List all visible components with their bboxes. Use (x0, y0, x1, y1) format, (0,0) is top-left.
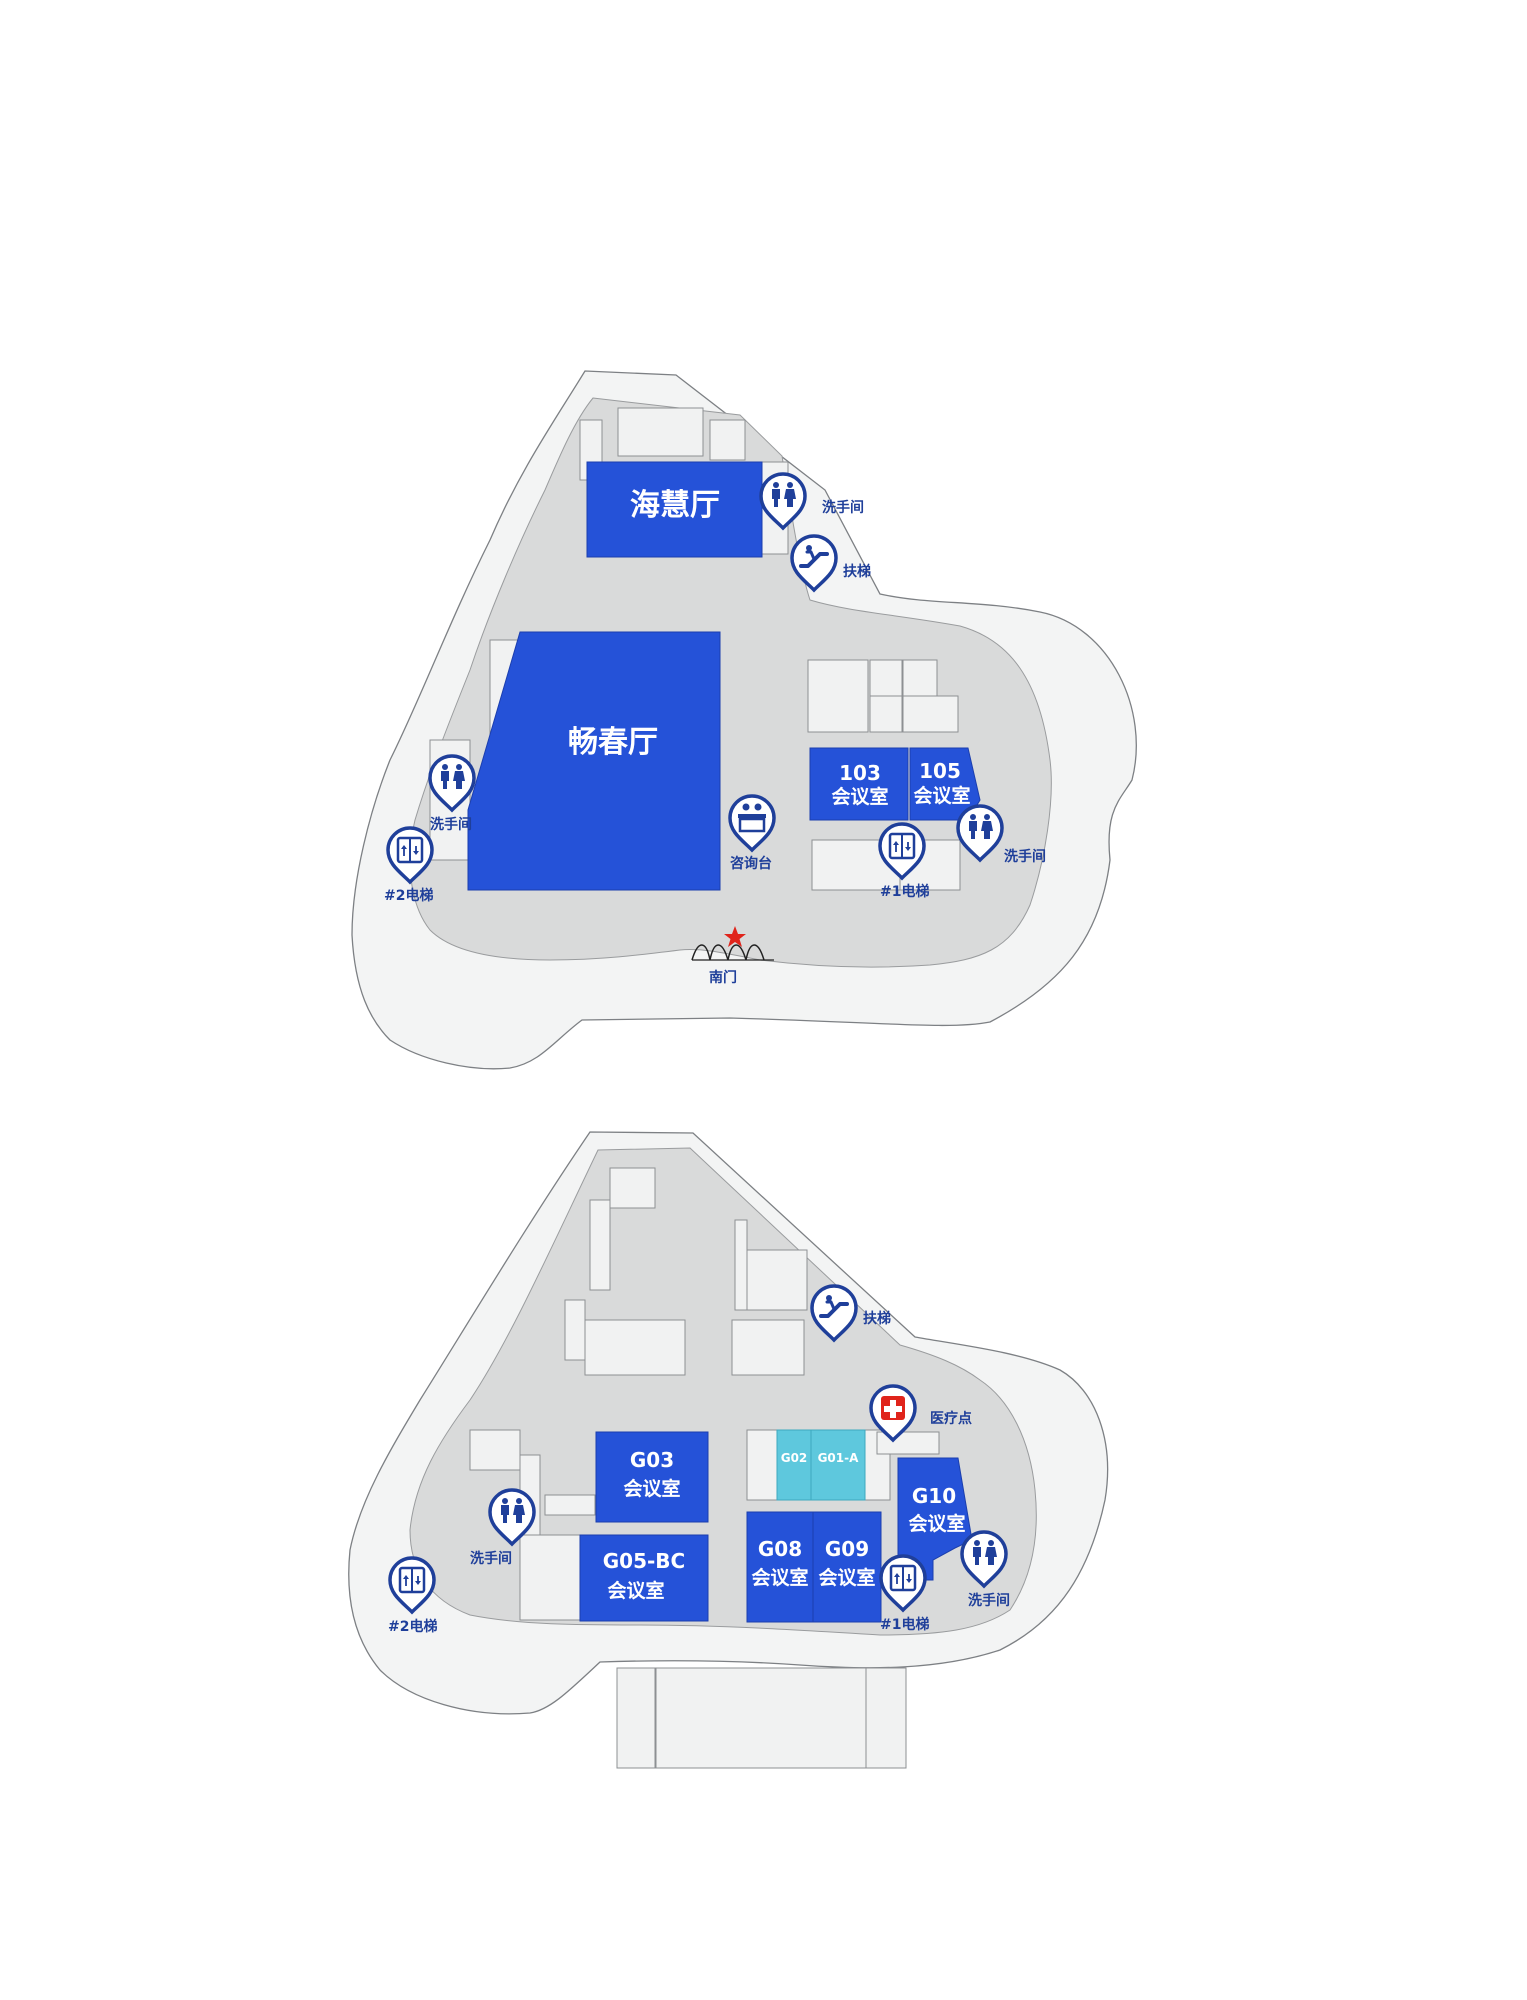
medical-icon (881, 1396, 905, 1420)
floor-g-room-w1 (469, 1429, 521, 1471)
floor-g-elevator1-label: #1电梯 (880, 1616, 929, 1633)
room-g08-name: 会议室 (751, 1566, 808, 1589)
floor-g-room-n2 (589, 1199, 611, 1291)
room-g09-number: G09 (825, 1537, 869, 1561)
floor-g-room-w3 (544, 1494, 596, 1516)
room-g05-number: G05-BC (603, 1549, 685, 1573)
floor-g-room-mid2 (731, 1319, 805, 1376)
room-105-name: 会议室 (913, 784, 970, 807)
floor-g-elevator2-label: #2电梯 (388, 1618, 437, 1635)
floor1-elevator1-label: #1电梯 (880, 883, 929, 900)
room-103[interactable] (809, 747, 909, 821)
floor-g-room-s1 (616, 1667, 656, 1769)
room-g05-bc[interactable] (579, 1534, 709, 1622)
room-haihui-label: 海慧厅 (630, 488, 720, 523)
floor1-room-north-2 (709, 419, 746, 461)
floor1-south-gate-label: 南门 (709, 969, 737, 986)
room-g01-number: G01-A (818, 1451, 860, 1465)
room-changchun-label: 畅春厅 (568, 725, 658, 760)
floor-g-room-n3 (734, 1219, 748, 1311)
floor-g-room-s2 (655, 1667, 867, 1769)
room-g01-a[interactable] (810, 1429, 866, 1501)
floor-g-map: G03 会议室 G05-BC 会议室 G02 G01-A G08 会议室 G09… (348, 1131, 1109, 1769)
floor1-room-north (617, 407, 704, 457)
room-haihui-hall[interactable] (586, 461, 763, 558)
room-g09[interactable] (812, 1511, 882, 1623)
floor1-info-desk-label: 咨询台 (730, 855, 772, 872)
floor1-restroom-right-label: 洗手间 (1004, 848, 1046, 865)
floor-g-room-s3 (865, 1667, 907, 1769)
floor-g-escalator-label: 扶梯 (863, 1310, 891, 1327)
floor-g-room-w4 (519, 1534, 581, 1621)
floor-g-room-n4 (746, 1249, 808, 1311)
floor-g-room-n5 (564, 1299, 586, 1361)
room-g02-number: G02 (781, 1451, 808, 1465)
floor-g-restroom-left-label: 洗手间 (470, 1550, 512, 1567)
room-changchun-hall[interactable] (467, 631, 721, 891)
floor1-room-east-4 (869, 695, 903, 733)
floor-g-room-c1 (746, 1429, 778, 1501)
floor1-room-east-2 (869, 659, 903, 697)
room-g09-name: 会议室 (818, 1566, 875, 1589)
room-105-number: 105 (919, 759, 961, 783)
room-103-number: 103 (839, 761, 881, 785)
room-g03-name: 会议室 (623, 1477, 680, 1500)
floor1-restroom-left-label: 洗手间 (430, 816, 472, 833)
room-g03[interactable] (595, 1431, 709, 1523)
floor1-room-east-3 (902, 659, 938, 697)
floor1-elevator2-label: #2电梯 (384, 887, 433, 904)
room-g02[interactable] (776, 1429, 812, 1501)
floor1-room-east-1 (807, 659, 869, 733)
floor1-restroom-top-label: 洗手间 (822, 499, 864, 516)
floor-g-room-n1 (609, 1167, 656, 1209)
star-icon (724, 926, 746, 947)
south-gate-entrance[interactable] (691, 926, 774, 961)
floor-g-medical-label: 医疗点 (930, 1410, 972, 1427)
room-g10-number: G10 (912, 1484, 956, 1508)
room-g10-name: 会议室 (908, 1512, 965, 1535)
floor1-escalator-label: 扶梯 (843, 563, 871, 580)
room-g05-name: 会议室 (607, 1579, 664, 1602)
room-103-name: 会议室 (831, 785, 888, 808)
floor-g-restroom-right-label: 洗手间 (968, 1592, 1010, 1609)
floor1-map: 海慧厅 畅春厅 103 会议室 105 会议室 洗手间 扶梯 洗手间 #2电梯 … (351, 370, 1137, 1070)
room-g08-number: G08 (758, 1537, 802, 1561)
floor-g-room-mid1 (584, 1319, 686, 1376)
floor1-room-east-5 (902, 695, 959, 733)
room-g03-number: G03 (630, 1448, 674, 1472)
